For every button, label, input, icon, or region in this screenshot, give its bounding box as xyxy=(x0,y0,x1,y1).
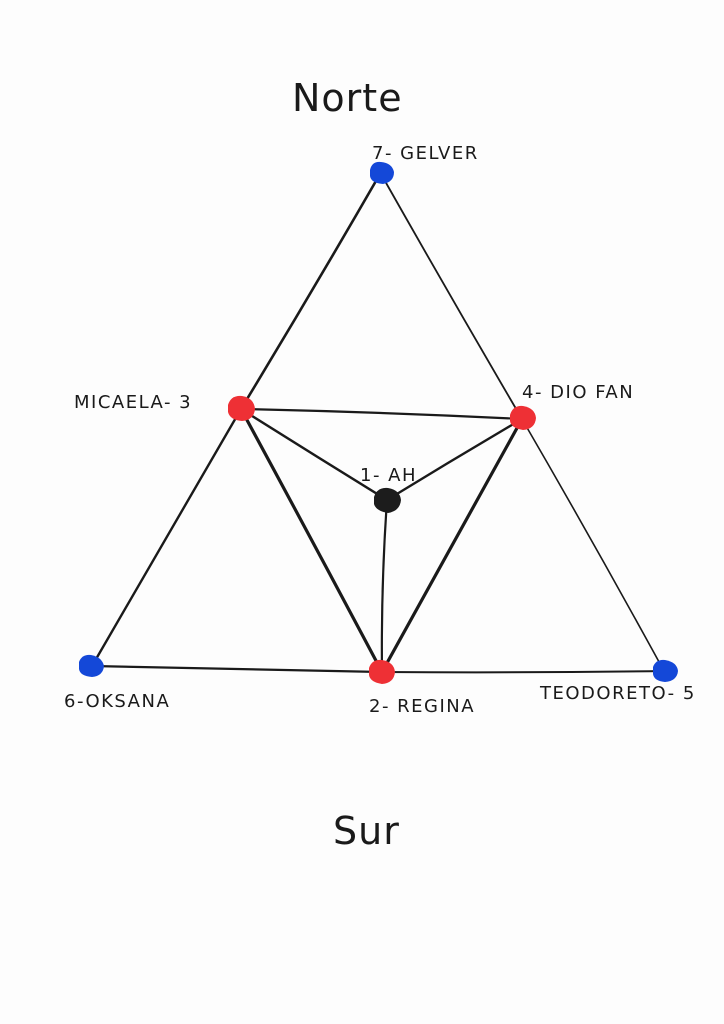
label-regina: 2- REGINA xyxy=(369,696,475,717)
label-micaela: MICAELA- 3 xyxy=(74,392,192,413)
node-micaela[interactable] xyxy=(228,395,255,421)
node-teodoreto[interactable] xyxy=(653,659,678,682)
node-oksana[interactable] xyxy=(79,654,104,677)
edge-diofan-teodoreto xyxy=(521,418,665,672)
edge-ah-regina xyxy=(380,498,389,674)
south-label: Sur xyxy=(333,809,400,853)
edge-micaela-oksana xyxy=(90,407,243,668)
edge-micaela-diofan xyxy=(239,407,524,421)
node-regina[interactable] xyxy=(369,659,395,684)
edge-gelver-diofan xyxy=(380,173,523,420)
label-ah: 1- AH xyxy=(360,465,417,486)
edge-regina-teodoreto xyxy=(381,670,665,674)
edge-oksana-regina xyxy=(90,664,384,674)
node-ah[interactable] xyxy=(374,487,401,513)
edges-group xyxy=(90,172,665,674)
label-gelver: 7- GELVER xyxy=(372,143,479,164)
label-oksana: 6-OKSANA xyxy=(64,691,170,712)
node-diofan[interactable] xyxy=(510,405,536,430)
edge-micaela-ah xyxy=(239,407,389,502)
nodes-group xyxy=(79,161,678,684)
node-gelver[interactable] xyxy=(370,161,394,184)
edge-gelver-micaela xyxy=(239,172,382,411)
edge-diofan-regina xyxy=(380,417,524,674)
north-label: Norte xyxy=(292,76,403,120)
edge-diofan-ah xyxy=(385,417,524,502)
label-teodoreto: TEODORETO- 5 xyxy=(539,683,696,704)
edge-micaela-regina xyxy=(239,407,384,674)
label-diofan: 4- DIO FAN xyxy=(522,382,634,403)
